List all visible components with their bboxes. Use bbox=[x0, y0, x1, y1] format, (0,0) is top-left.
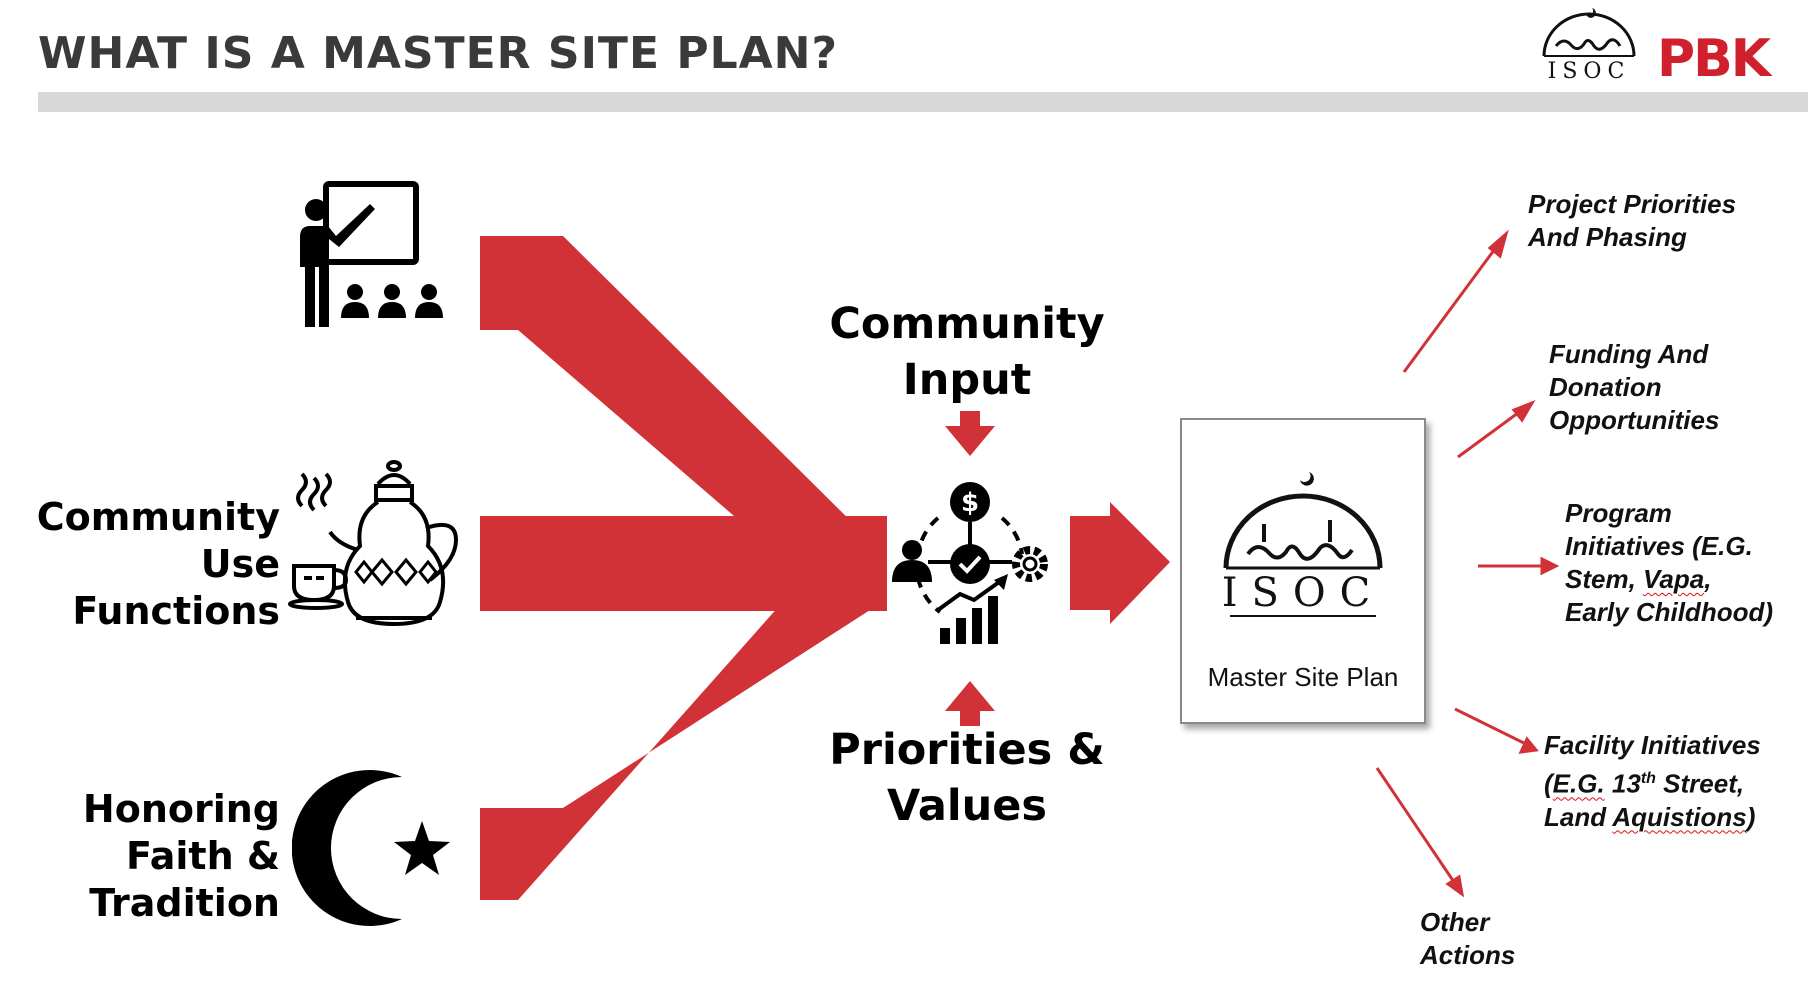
merge-join bbox=[820, 520, 887, 610]
priorities-up-arrow bbox=[945, 681, 995, 726]
svg-text:ISOC: ISOC bbox=[1222, 570, 1385, 616]
title-divider-bar bbox=[38, 92, 1808, 112]
isoc-logo: ISOC bbox=[1542, 8, 1636, 84]
teapot-cup-icon bbox=[288, 460, 459, 627]
page-title: WHAT IS A MASTER SITE PLAN? bbox=[38, 28, 839, 79]
funding-donation-label: Funding And Donation Opportunities bbox=[1549, 339, 1720, 435]
svg-text:ISOC: ISOC bbox=[1548, 59, 1631, 84]
isoc-logo-large: ISOC bbox=[1222, 472, 1385, 617]
top-input-arrow bbox=[480, 236, 870, 590]
project-priorities-label: Project Priorities And Phasing bbox=[1528, 189, 1737, 252]
program-initiatives-label: Program Initiatives (E.G. Stem, Vapa, Ea… bbox=[1565, 498, 1773, 627]
priorities-values-label: Priorities & Values bbox=[829, 725, 1105, 831]
svg-text:PBK: PBK bbox=[1657, 29, 1773, 86]
master-site-plan-card: ISOC Master Site Plan bbox=[1180, 418, 1426, 724]
community-use-label: Community Use Functions bbox=[36, 495, 280, 633]
master-site-plan-caption: Master Site Plan bbox=[1207, 662, 1399, 692]
finance-people-gear-growth-icon: $ bbox=[892, 482, 1048, 644]
community-input-label: Community Input bbox=[829, 299, 1105, 405]
bottom-input-arrow bbox=[480, 560, 870, 900]
crescent-star-icon bbox=[292, 770, 450, 926]
plan-arrow bbox=[1070, 502, 1170, 624]
svg-text:$: $ bbox=[961, 488, 979, 518]
faith-tradition-label: Honoring Faith & Tradition bbox=[82, 787, 280, 925]
facility-initiatives-label: Facility Initiatives (E.G. 13th Street, … bbox=[1544, 730, 1761, 832]
pbk-logo: PBK bbox=[1657, 29, 1775, 86]
community-input-down-arrow bbox=[945, 411, 995, 456]
teacher-presentation-icon bbox=[300, 181, 443, 327]
other-actions-label: Other Actions bbox=[1420, 907, 1516, 970]
